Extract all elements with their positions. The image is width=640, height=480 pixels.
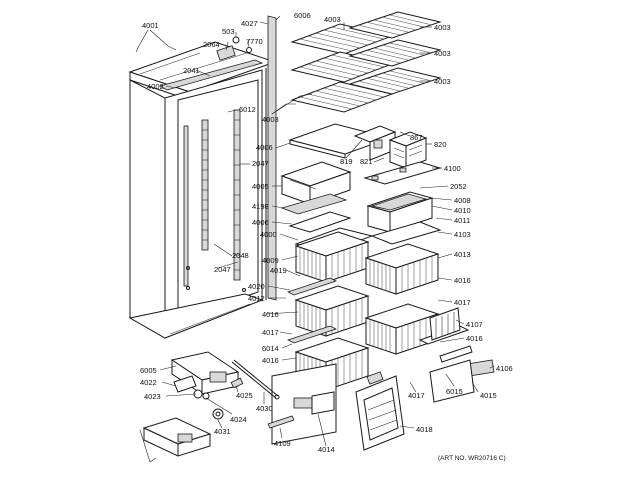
part-label: 4025	[236, 391, 253, 400]
part-label: 821	[360, 157, 373, 166]
part-label: 4009	[262, 256, 279, 265]
part-label: 2047	[214, 265, 231, 274]
crisper-cover-assembly	[139, 417, 212, 463]
wire-shelves	[290, 11, 442, 113]
part-label: 4003	[434, 49, 451, 58]
part-label: 4030	[256, 404, 273, 413]
rod-4030	[231, 359, 280, 400]
drawer-slides	[286, 277, 495, 403]
part-label: 4002	[147, 82, 164, 91]
part-label: 503	[222, 27, 235, 36]
part-label: 4198	[252, 202, 269, 211]
pan-cover	[288, 211, 352, 233]
part-label: 4012	[248, 294, 265, 303]
wire-shelf	[348, 67, 442, 95]
divider-plate	[370, 221, 442, 245]
clip-4025	[230, 377, 244, 389]
wire-basket	[294, 231, 370, 283]
leader-lines	[135, 15, 495, 447]
wire-basket	[364, 303, 440, 355]
dispenser-module	[388, 131, 428, 169]
part-label: 4018	[416, 425, 433, 434]
part-label: 4017	[408, 391, 425, 400]
part-label: 2052	[450, 182, 467, 191]
part-label: 4017	[262, 328, 279, 337]
door-frame-4018	[355, 371, 405, 451]
part-label: 4001	[142, 21, 159, 30]
part-label: 4003	[262, 115, 279, 124]
art-number: (ART NO. WR20716 C)	[438, 455, 506, 462]
part-label: 4015	[480, 391, 497, 400]
part-label: 6014	[262, 344, 279, 353]
drawer-front-panel	[271, 363, 337, 445]
fan-motor-housing	[170, 351, 240, 395]
part-label: 4005	[252, 182, 269, 191]
part-label: 4100	[444, 164, 461, 173]
part-label: 4023	[144, 392, 161, 401]
part-label: 4017	[454, 298, 471, 307]
part-label: 4106	[496, 364, 513, 373]
wire-basket	[364, 243, 440, 295]
part-label: 4027	[241, 19, 258, 28]
handle-4109	[267, 415, 295, 429]
slide-rail	[280, 193, 348, 215]
snack-pan	[280, 161, 352, 205]
part-label: 4014	[318, 445, 335, 454]
part-label: 4016	[262, 356, 279, 365]
part-label: 6012	[239, 105, 256, 114]
part-label: 4010	[454, 206, 471, 215]
part-label: 2047	[252, 159, 269, 168]
part-label: 4003	[434, 23, 451, 32]
refrigerator-cabinet	[128, 15, 277, 339]
part-label: 4013	[454, 250, 471, 259]
bracket-4022	[173, 375, 197, 393]
part-label: 6006	[294, 11, 311, 20]
part-label: 4031	[214, 427, 231, 436]
wire-shelf	[348, 39, 442, 67]
knob-4031	[212, 408, 224, 420]
wire-shelf	[348, 11, 442, 39]
part-label: 4006	[252, 218, 269, 227]
part-label: 4003	[324, 15, 341, 24]
part-label: 4008	[454, 196, 471, 205]
part-label: 4103	[454, 230, 471, 239]
part-label: 819	[340, 157, 353, 166]
part-label: 4016	[262, 310, 279, 319]
part-label: 4016	[454, 276, 471, 285]
part-label: 4011	[454, 216, 470, 225]
part-label: 2048	[232, 251, 249, 260]
part-label: 820	[434, 140, 447, 149]
part-label: 6005	[140, 366, 157, 375]
part-label: 4016	[466, 334, 483, 343]
part-label: 2064	[203, 40, 220, 49]
part-label: 2041	[183, 66, 200, 75]
part-label: 6015	[446, 387, 463, 396]
part-label: 867	[410, 133, 423, 142]
part-label: 4024	[230, 415, 247, 424]
part-label: 4019	[270, 266, 287, 275]
part-label: 4109	[274, 439, 291, 448]
part-label: 7770	[246, 37, 263, 46]
part-label: 4000	[260, 230, 277, 239]
part-label: 4107	[466, 320, 483, 329]
part-label: 4022	[140, 378, 157, 387]
part-label: 4006	[256, 143, 273, 152]
wire-basket	[294, 285, 370, 337]
part-label: 4020	[248, 282, 265, 291]
part-labels: 4001 2064 503 7770 4027 6006 2041 4002 6…	[140, 11, 513, 462]
part-label: 4003	[434, 77, 451, 86]
